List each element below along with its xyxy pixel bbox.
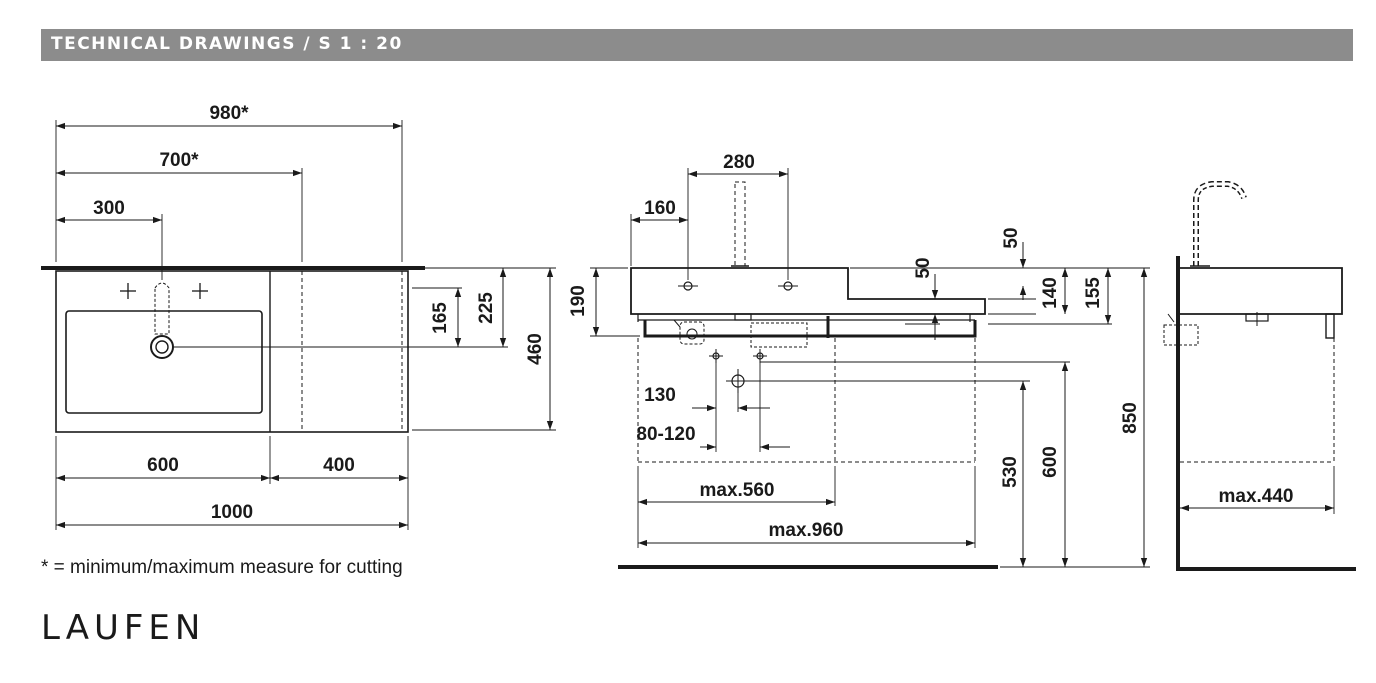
dim-850: 850: [1120, 402, 1141, 434]
dim-400: 400: [323, 455, 355, 476]
top-view: [41, 120, 556, 530]
logo-text: LAUFEN: [41, 608, 206, 648]
dim-max-440: max.440: [1218, 486, 1293, 507]
dim-140: 140: [1040, 277, 1061, 309]
header-title: TECHNICAL DRAWINGS / S 1 : 20: [51, 34, 403, 54]
dim-190: 190: [568, 285, 589, 317]
dim-980: 980*: [209, 103, 249, 124]
dim-max-560: max.560: [699, 480, 774, 501]
side-view: [1163, 181, 1356, 571]
dim-600-height: 600: [1040, 446, 1061, 478]
front-view: [590, 168, 1150, 569]
dim-600: 600: [147, 455, 179, 476]
dim-130: 130: [644, 385, 676, 406]
footnote: * = minimum/maximum measure for cutting: [41, 557, 403, 578]
dim-300: 300: [93, 198, 125, 219]
dim-530: 530: [1000, 456, 1021, 488]
dim-280: 280: [723, 152, 755, 173]
header-bar: TECHNICAL DRAWINGS / S 1 : 20: [41, 29, 1353, 61]
dim-1000: 1000: [211, 502, 253, 523]
top-view-labels: 980* 700* 300 165 225 460 600 400 1000: [93, 103, 546, 523]
dim-50-rim: 50: [1001, 227, 1022, 248]
dim-700: 700*: [159, 150, 199, 171]
dim-80-120: 80-120: [636, 424, 695, 445]
dim-460: 460: [525, 333, 546, 365]
dim-160: 160: [644, 198, 676, 219]
dim-165: 165: [430, 302, 451, 334]
dim-max-960: max.960: [768, 520, 843, 541]
laufen-logo: LAUFEN: [41, 608, 205, 648]
side-view-labels: max.440: [1218, 486, 1293, 507]
front-view-labels: 280 160 190 50 50 140 155 130 80-120 max…: [568, 152, 1141, 541]
dim-50-step: 50: [913, 257, 934, 278]
dim-225: 225: [476, 292, 497, 324]
dim-155: 155: [1083, 277, 1104, 309]
